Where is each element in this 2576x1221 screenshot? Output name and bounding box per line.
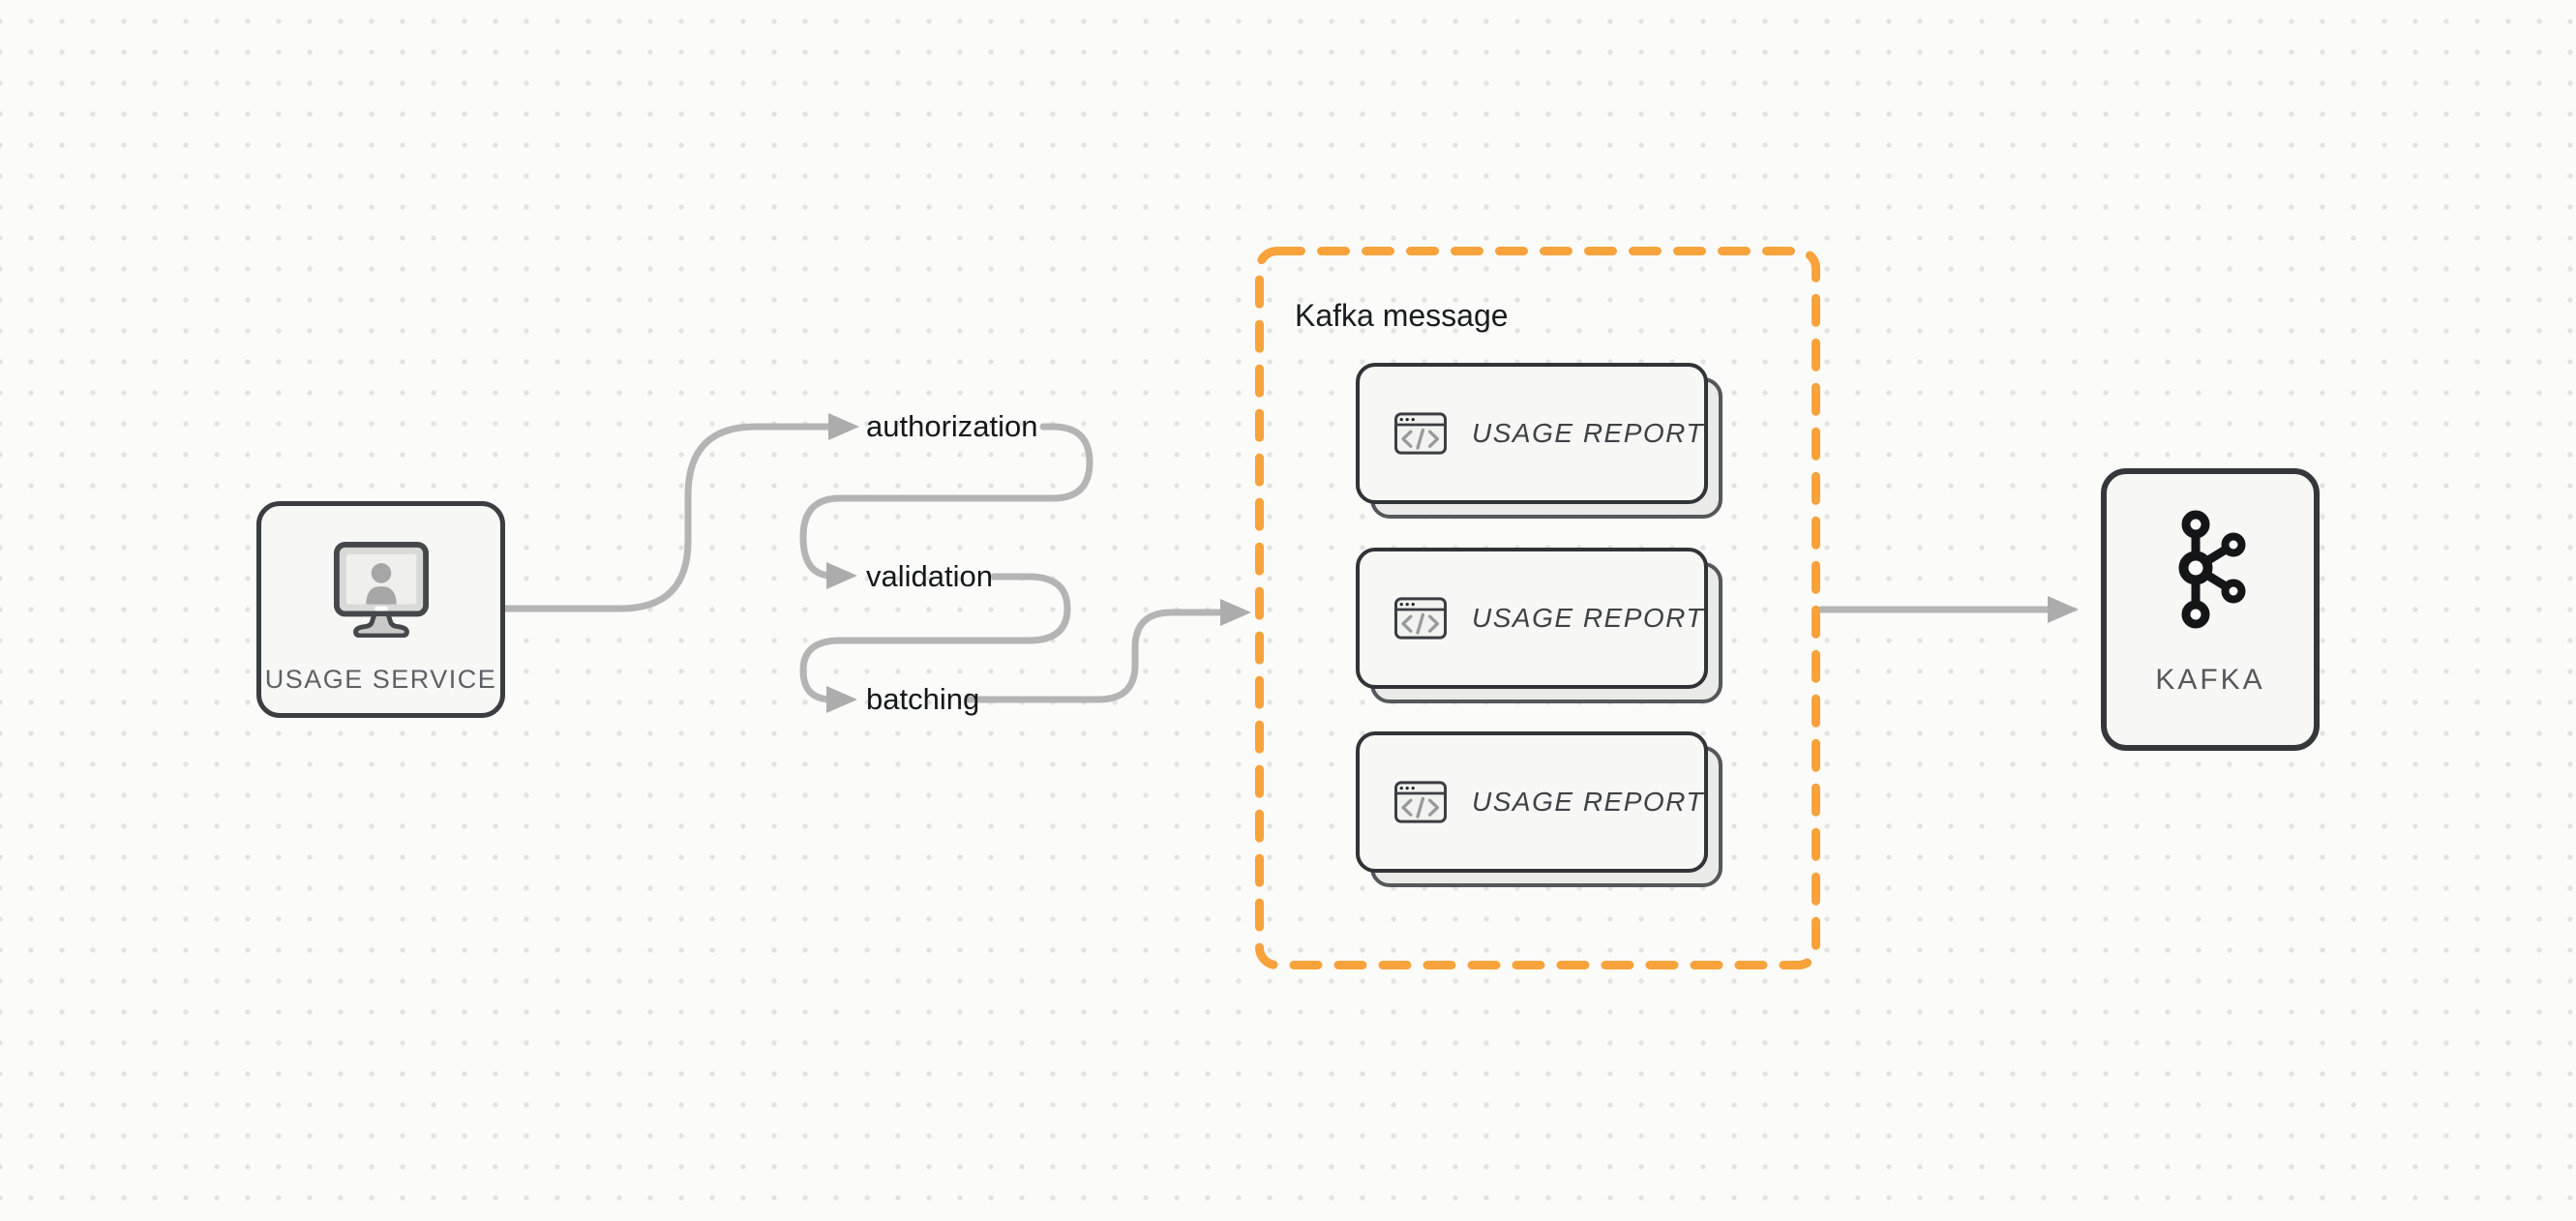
usage-report-card: USAGE REPORT: [1356, 731, 1722, 887]
arrowhead-icon: [826, 686, 857, 713]
usage-report-card: USAGE REPORT: [1356, 363, 1722, 519]
arrowhead-icon: [2048, 596, 2079, 623]
kafka-message-group-title: Kafka message: [1295, 298, 1509, 333]
usage-report-card-face: USAGE REPORT: [1356, 363, 1708, 504]
usage-report-card-face: USAGE REPORT: [1356, 548, 1708, 689]
connector-authorization-to-validation: [799, 423, 1093, 580]
usage-service-node: USAGE SERVICE: [256, 501, 505, 718]
kafka-label: KAFKA: [2155, 664, 2265, 696]
usage-service-label: USAGE SERVICE: [264, 665, 497, 694]
kafka-node: KAFKA: [2101, 468, 2320, 751]
connector-batching-to-kafka-message: [965, 609, 1224, 703]
connector-usage-service-to-authorization: [501, 423, 832, 612]
step-label-batching: batching: [866, 682, 980, 716]
usage-report-label: USAGE REPORT: [1472, 787, 1704, 817]
code-window-icon: [1394, 597, 1448, 640]
arrowhead-icon: [828, 413, 859, 440]
arrowhead-icon: [826, 562, 857, 589]
usage-report-label: USAGE REPORT: [1472, 603, 1704, 633]
connector-validation-to-batching: [799, 573, 1071, 703]
step-label-authorization: authorization: [866, 409, 1038, 443]
usage-report-card-face: USAGE REPORT: [1356, 731, 1708, 873]
kafka-message-group: Kafka message: [1259, 248, 1817, 968]
usage-report-card: USAGE REPORT: [1356, 548, 1722, 703]
kafka-logo-icon: [2178, 510, 2245, 629]
step-label-validation: validation: [866, 559, 993, 593]
kafka-message-group-border: [1255, 247, 1820, 969]
arrowhead-icon: [1220, 599, 1251, 626]
user-monitor-icon: [333, 541, 429, 638]
code-window-icon: [1394, 781, 1448, 823]
usage-report-label: USAGE REPORT: [1472, 418, 1704, 448]
code-window-icon: [1394, 412, 1448, 455]
